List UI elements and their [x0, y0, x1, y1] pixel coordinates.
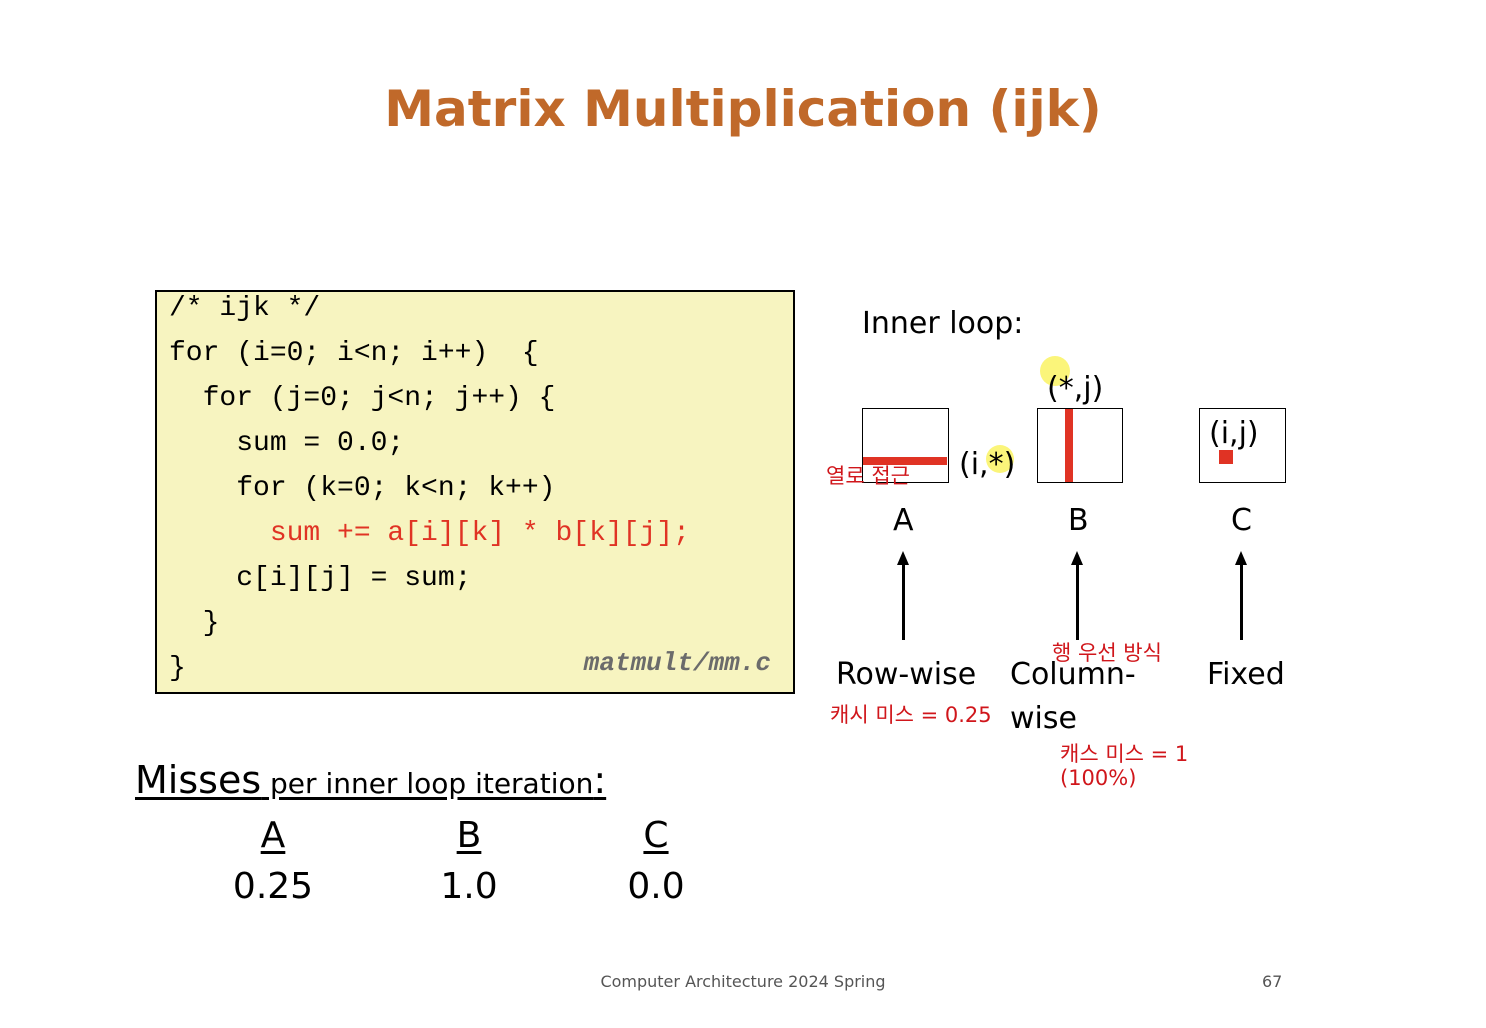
code-line-4: sum = 0.0; [169, 428, 405, 459]
matrix-a-name: A [893, 503, 914, 538]
arrow-b-head [1071, 551, 1083, 565]
code-line-1: /* ijk */ [169, 293, 321, 324]
slide-title: Matrix Multiplication (ijk) [384, 80, 1102, 138]
footer-text: Computer Architecture 2024 Spring [600, 972, 886, 991]
code-line-7: c[i][j] = sum; [169, 563, 472, 594]
matrix-a-row-bar [863, 457, 947, 465]
matrix-a-note: 캐시 미스 = 0.25 [830, 703, 992, 727]
misses-title: Misses per inner loop iteration: [135, 758, 606, 802]
matrix-a-overlay-note: 열로 접근 [826, 464, 910, 488]
misses-title-sub: per inner loop iteration [261, 767, 594, 800]
matrix-b-access: (*,j) [1047, 371, 1104, 406]
highlight-dot-b [1040, 356, 1070, 386]
matrix-b-pattern-line1: Column- [1010, 657, 1136, 692]
misses-title-colon: : [593, 758, 607, 802]
code-line-5: for (k=0; k<n; k++) [169, 473, 556, 504]
misses-value-b: 1.0 [440, 866, 498, 907]
arrow-c-head [1235, 551, 1247, 565]
code-line-8: } [169, 608, 220, 639]
matrix-b-column-bar [1065, 409, 1073, 482]
misses-header-a: A [260, 815, 286, 856]
misses-header-b: B [456, 815, 482, 856]
matrix-a-access: (i,*) [959, 447, 1016, 482]
matrix-a-pattern: Row-wise [836, 657, 977, 692]
misses-value-c: 0.0 [627, 866, 685, 907]
page-number: 67 [1262, 972, 1283, 991]
code-filename: matmult/mm.c [583, 648, 771, 678]
matrix-c [1199, 408, 1286, 483]
matrix-b-note-line1: 캐스 미스 = 1 [1060, 742, 1189, 766]
code-line-highlighted: sum += a[i][k] * b[k][j]; [169, 518, 690, 549]
arrow-a-line [902, 563, 905, 640]
matrix-b-pattern-line2: wise [1010, 701, 1077, 736]
misses-title-main: Misses [135, 758, 262, 802]
matrix-c-pattern: Fixed [1207, 657, 1285, 692]
code-block: /* ijk */ for (i=0; i<n; i++) { for (j=0… [155, 290, 795, 694]
matrix-b-note-line2: (100%) [1060, 766, 1137, 790]
arrow-b-line [1076, 563, 1079, 640]
matrix-c-name: C [1231, 503, 1252, 538]
arrow-c-line [1240, 563, 1243, 640]
matrix-c-access: (i,j) [1209, 416, 1259, 451]
inner-loop-label: Inner loop: [862, 306, 1024, 341]
code-line-3: for (j=0; j<n; j++) { [169, 383, 556, 414]
highlight-dot-a [986, 445, 1014, 473]
misses-value-a: 0.25 [232, 866, 314, 907]
misses-header-c: C [643, 815, 669, 856]
code-line-9: } [169, 653, 186, 684]
arrow-a-head [897, 551, 909, 565]
matrix-b-note-top: 행 우선 방식 [1052, 641, 1162, 665]
matrix-b [1037, 408, 1123, 483]
code-line-2: for (i=0; i<n; i++) { [169, 338, 539, 369]
matrix-c-cell [1219, 450, 1233, 464]
matrix-b-name: B [1068, 503, 1089, 538]
matrix-a [862, 408, 949, 483]
